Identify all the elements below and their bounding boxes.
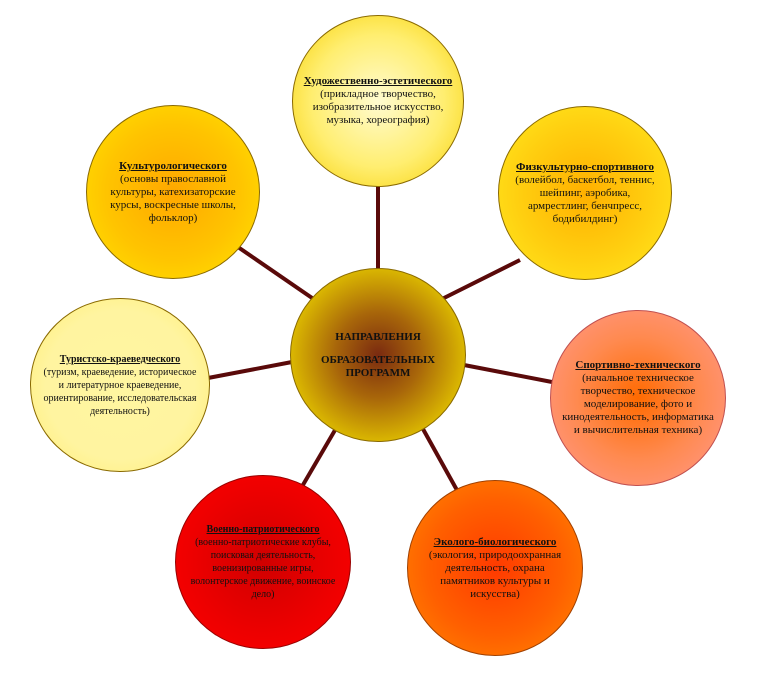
node-eco: Эколого-биологического (экология, природ… (407, 480, 583, 656)
node-desc: (начальное техническое творчество, техни… (562, 372, 714, 436)
node-mil: Военно-патриотического (военно-патриотич… (175, 475, 351, 649)
node-desc: (военно-патриотические клубы, поисковая … (190, 537, 336, 600)
connector-eco (416, 419, 460, 493)
node-desc: (экология, природоохранная деятельность,… (428, 548, 562, 600)
node-desc: (прикладное творчество, изобразительное … (312, 88, 444, 126)
center-node: НАПРАВЛЕНИЯ ОБРАЗОВАТЕЛЬНЫХ ПРОГРАММ (290, 268, 466, 442)
connector-mil (298, 423, 340, 492)
node-art: Художественно-эстетического (прикладное … (292, 15, 464, 187)
node-cult: Культурологического (основы православной… (86, 105, 260, 279)
node-title: Спортивно-технического (575, 359, 701, 371)
connector-sport (463, 363, 553, 384)
connector-cult (233, 243, 317, 302)
node-title: Культурологического (119, 159, 227, 172)
node-desc: (волейбол, баскетбол, теннис, шейпинг, а… (515, 173, 655, 225)
node-tour: Туристско-краеведческого (туризм, краеве… (30, 298, 210, 472)
connector-phys (439, 258, 521, 302)
node-desc: (туризм, краеведение, историческое и лит… (43, 366, 197, 417)
node-title: Художественно-эстетического (303, 75, 453, 87)
node-sport: Спортивно-технического (начальное технич… (550, 310, 726, 486)
node-title: Военно-патриотического (206, 524, 320, 535)
node-title: Туристско-краеведческого (59, 353, 181, 365)
node-title: Физкультурно-спортивного (516, 160, 654, 173)
node-phys: Физкультурно-спортивного (волейбол, баск… (498, 106, 672, 280)
connector-tour (207, 360, 293, 380)
node-desc: (основы православной культуры, катехизат… (110, 172, 236, 224)
node-title: Эколого-биологического (433, 535, 557, 548)
center-line1: НАПРАВЛЕНИЯ (335, 330, 421, 343)
center-line2: ОБРАЗОВАТЕЛЬНЫХ ПРОГРАММ (320, 353, 436, 379)
